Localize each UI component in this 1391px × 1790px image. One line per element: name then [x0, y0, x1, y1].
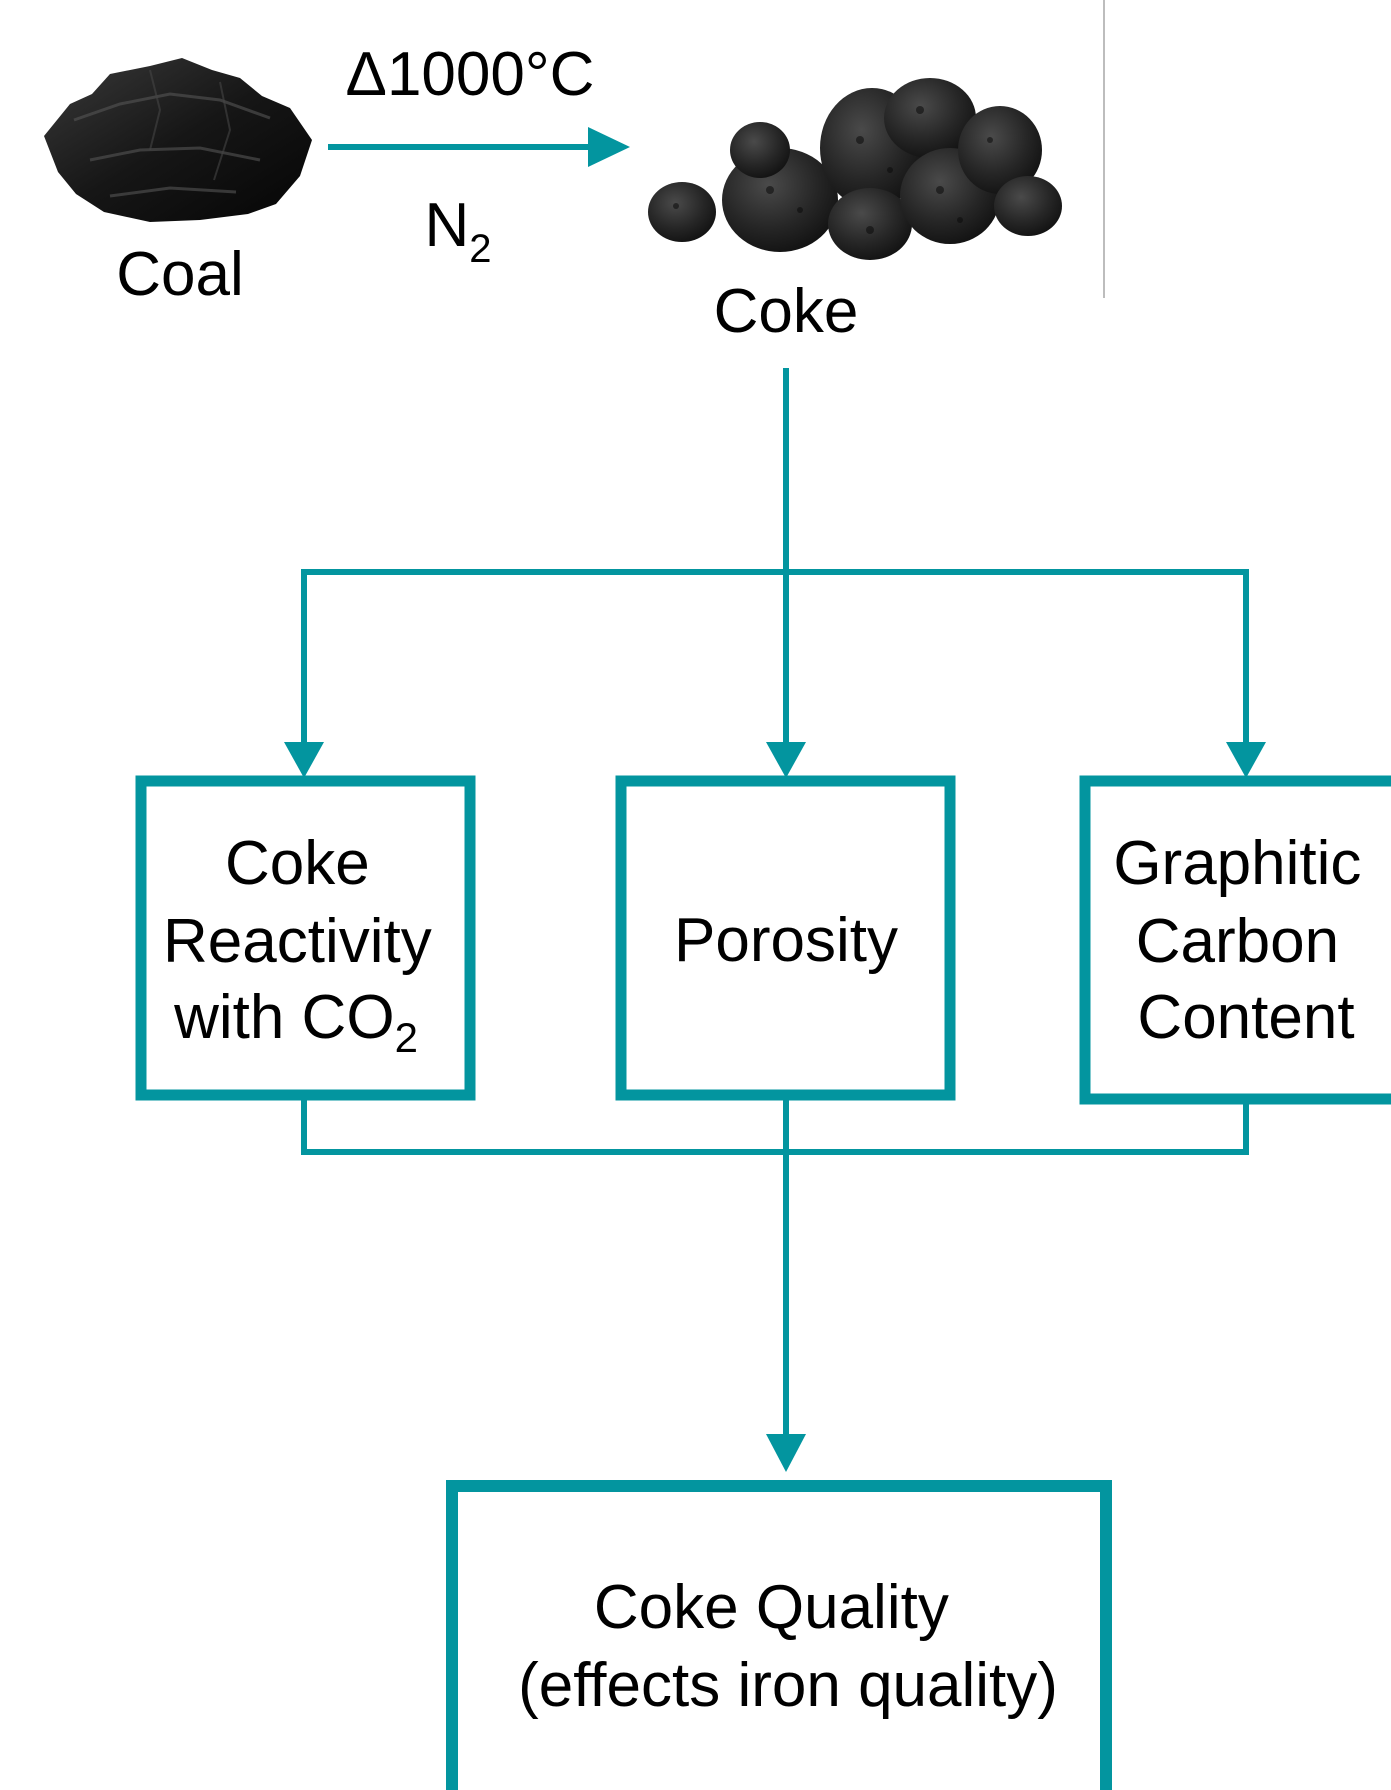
arrowhead-to-graphitic	[1226, 742, 1266, 778]
arrowhead-to-porosity	[766, 742, 806, 778]
properties-to-quality-connectors	[301, 1100, 1249, 1446]
coal-image	[44, 58, 312, 222]
coke-quality-label: Coke Quality (effects iron quality)	[518, 1573, 1058, 1720]
graphitic-box-label: Graphitic Carbon Content	[1113, 829, 1378, 1052]
coke-to-properties-connectors	[301, 368, 1249, 756]
reactivity-box-label: Coke Reactivity with CO2	[163, 829, 449, 1061]
gas-condition: N2	[424, 191, 491, 271]
arrowhead-to-quality	[766, 1434, 806, 1472]
temperature-condition: Δ1000°C	[346, 40, 595, 109]
graphitic-box	[1079, 775, 1391, 1105]
reaction-arrowhead	[588, 127, 630, 167]
porosity-box	[615, 775, 956, 1101]
coke-quality-box	[446, 1480, 1112, 1790]
coal-label: Coal	[116, 240, 244, 309]
arrowhead-to-reactivity	[284, 742, 324, 778]
porosity-box-label: Porosity	[674, 906, 898, 975]
coke-image	[648, 78, 1062, 260]
reactivity-box	[135, 775, 476, 1101]
coke-label: Coke	[714, 277, 859, 346]
